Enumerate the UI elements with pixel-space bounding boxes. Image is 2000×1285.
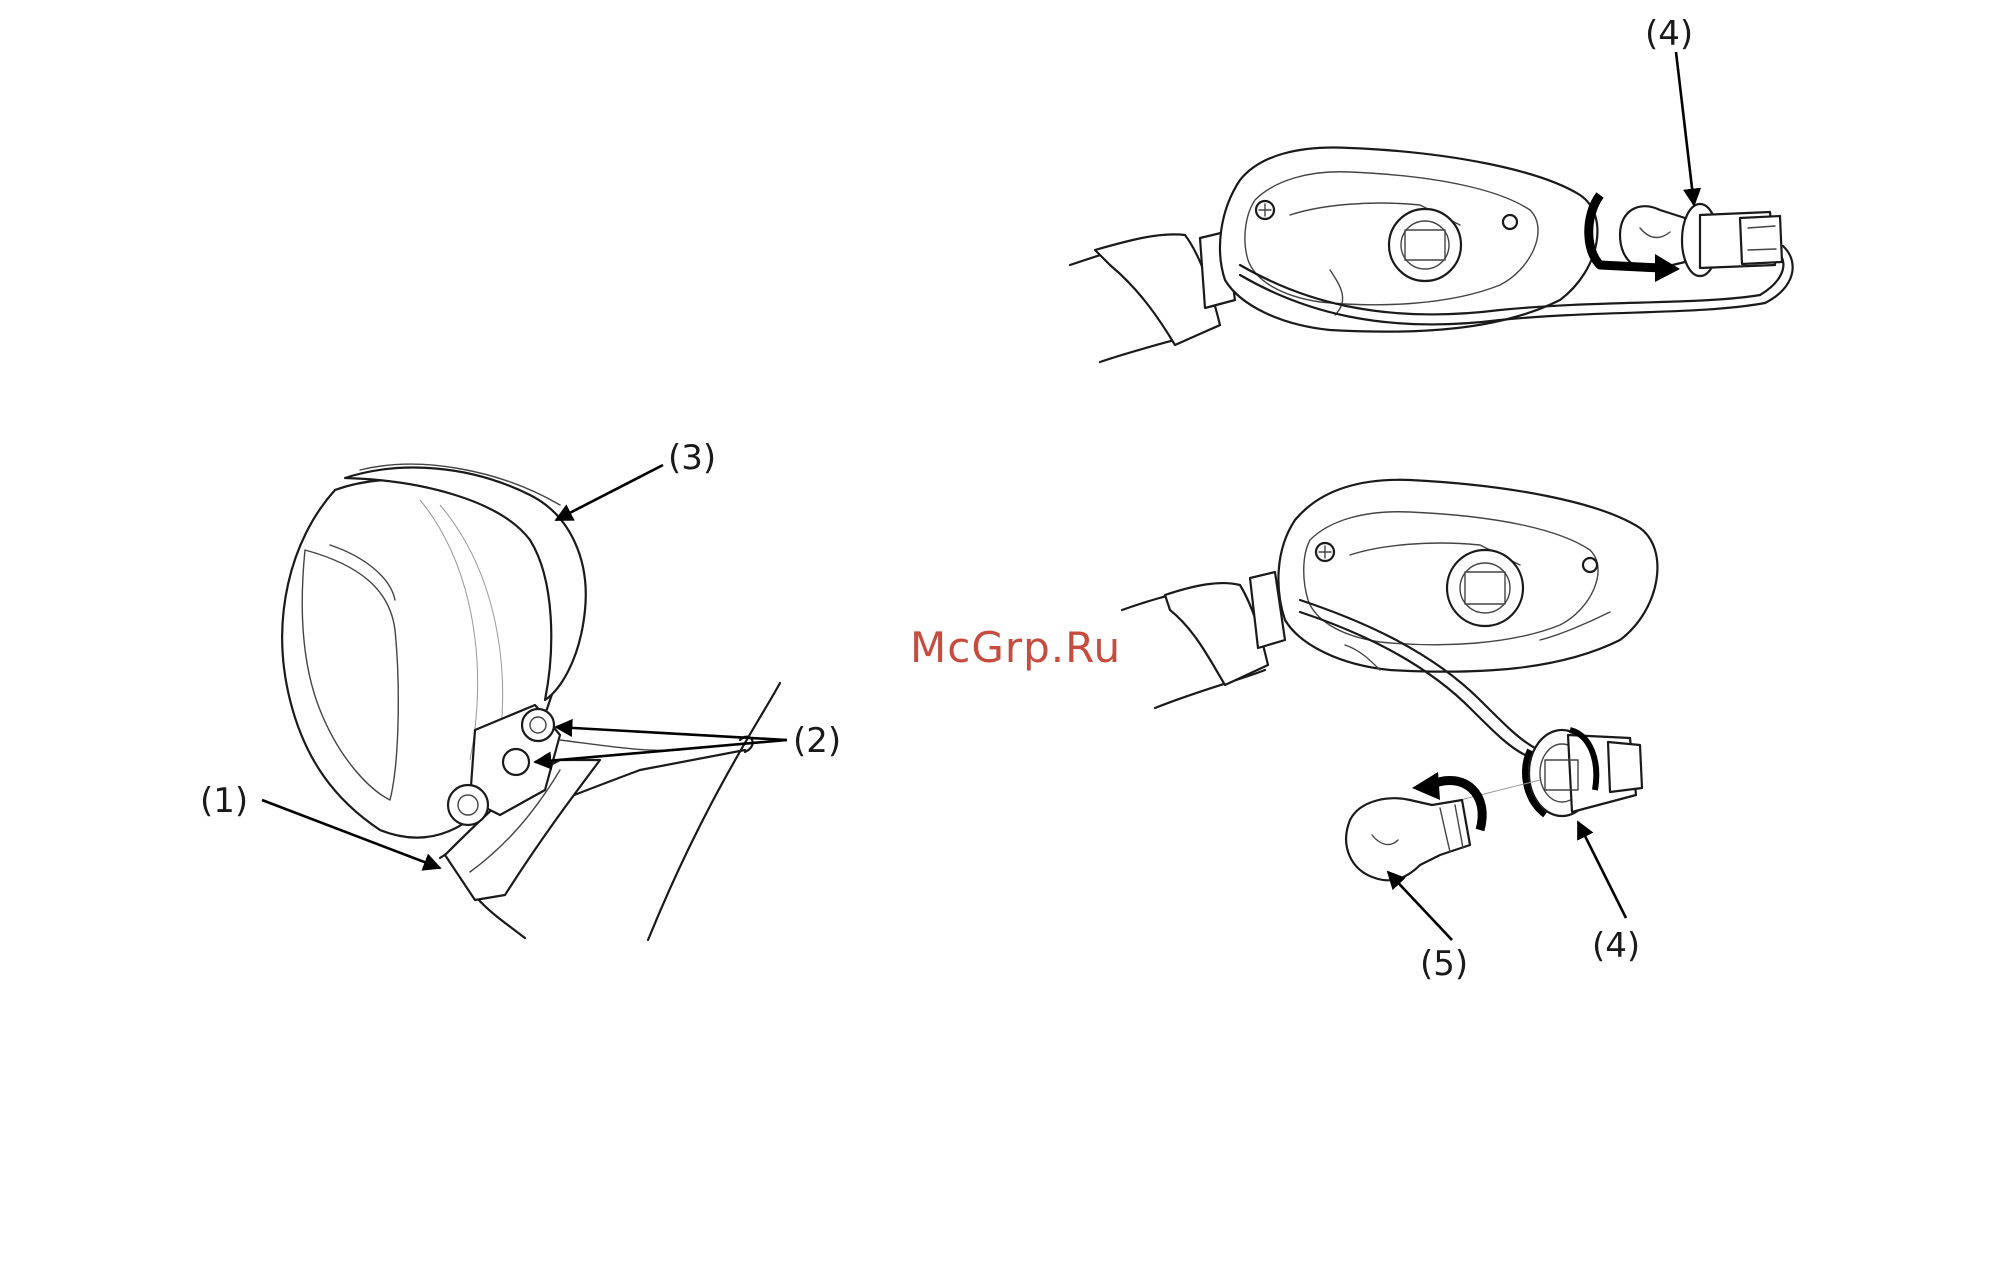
- watermark-text: McGrp.Ru: [910, 623, 1121, 672]
- leader-5: [1388, 872, 1452, 940]
- housing-view-top: [1070, 147, 1793, 362]
- leader-4-bottom: [1578, 822, 1626, 918]
- callout-4-bottom: (4): [1592, 926, 1640, 966]
- turn-signal-assembly-left: [282, 464, 780, 940]
- callout-4-top: (4): [1645, 14, 1693, 54]
- leader-2b: [535, 740, 787, 762]
- callout-5: (5): [1420, 944, 1468, 984]
- callout-2: (2): [793, 721, 841, 761]
- leader-3: [556, 465, 663, 520]
- leader-4-top: [1676, 52, 1694, 205]
- housing-view-bottom: [1122, 480, 1657, 881]
- callout-1: (1): [200, 781, 248, 821]
- callout-3: (3): [668, 438, 716, 478]
